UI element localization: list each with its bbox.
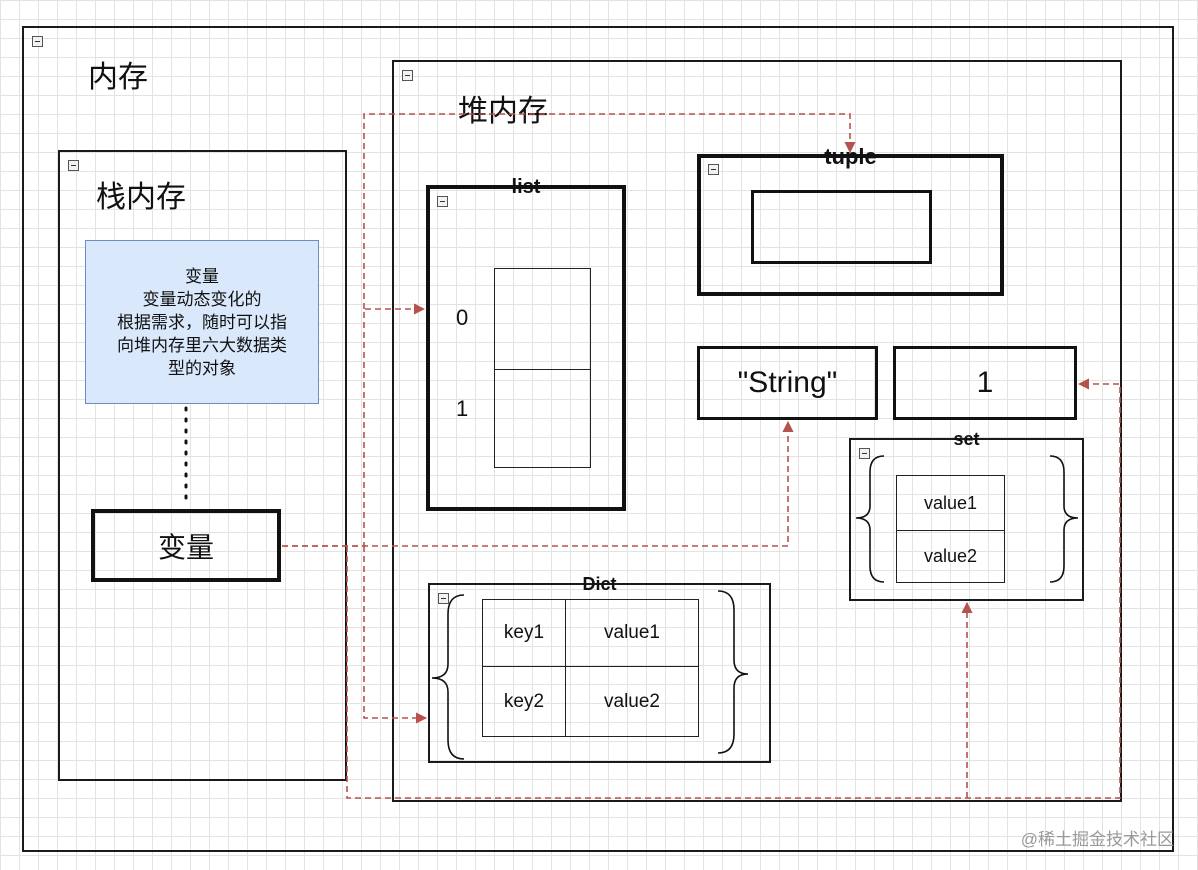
list-index: 1 [456, 396, 469, 421]
heap-title: 堆内存 [458, 95, 548, 128]
list-container [426, 185, 626, 511]
variable-note-line: 变量动态变化的 [142, 289, 262, 309]
number-value: 1 [976, 366, 994, 399]
set-left-brace [855, 455, 885, 583]
set-title: set [953, 429, 980, 449]
collapse-icon[interactable] [68, 160, 79, 171]
dict-right-brace [717, 590, 749, 754]
variable-note: 变量 变量动态变化的 根据需求，随时可以指 向堆内存里六大数据类 型的对象 [85, 240, 319, 404]
heap-container [392, 60, 1122, 802]
dict-left-brace [431, 594, 465, 760]
arrow-to-dict [363, 546, 428, 724]
dict-key: key1 [503, 622, 545, 643]
stack-title: 栈内存 [96, 181, 186, 214]
dict-value: value2 [604, 690, 660, 712]
arrow-bottom-path [346, 378, 1121, 799]
set-value: value2 [923, 546, 978, 566]
list-index: 0 [456, 305, 469, 330]
dict-container [428, 583, 771, 763]
memory-title: 内存 [88, 61, 148, 94]
variable-note-line: 向堆内存里六大数据类 [117, 335, 287, 355]
collapse-icon[interactable] [437, 196, 448, 207]
set-value-cell: value2 [896, 530, 1005, 583]
collapse-icon[interactable] [438, 593, 449, 604]
collapse-icon[interactable] [32, 36, 43, 47]
string-value: "String" [737, 366, 838, 399]
set-right-brace [1049, 455, 1079, 583]
variable-note-title: 变量 [185, 266, 219, 286]
dict-title: Dict [582, 574, 617, 594]
collapse-icon[interactable] [708, 164, 719, 175]
tuple-slot [751, 190, 932, 264]
set-container [849, 438, 1084, 601]
string-box: "String" [697, 346, 878, 420]
set-value: value1 [923, 492, 978, 513]
list-slot [494, 369, 591, 468]
variable-note-line: 根据需求，随时可以指 [117, 312, 287, 332]
collapse-icon[interactable] [859, 448, 870, 459]
variable-note-line: 型的对象 [168, 358, 236, 378]
memory-container [22, 26, 1174, 852]
dict-key: key2 [503, 690, 545, 712]
tuple-container [697, 154, 1004, 296]
variable-box[interactable]: 变量 [91, 509, 281, 582]
arrow-to-tuple [363, 113, 856, 309]
variable-label: 变量 [157, 531, 214, 563]
watermark: @稀土掘金技术社区 [1020, 830, 1174, 849]
arrow-to-string [282, 420, 794, 547]
arrow-to-list [282, 303, 426, 547]
dict-value-cell: value2 [565, 666, 699, 737]
list-title: list [511, 176, 541, 198]
collapse-icon[interactable] [402, 70, 413, 81]
stack-container [58, 150, 347, 781]
number-box: 1 [893, 346, 1077, 420]
dict-value: value1 [604, 622, 660, 643]
